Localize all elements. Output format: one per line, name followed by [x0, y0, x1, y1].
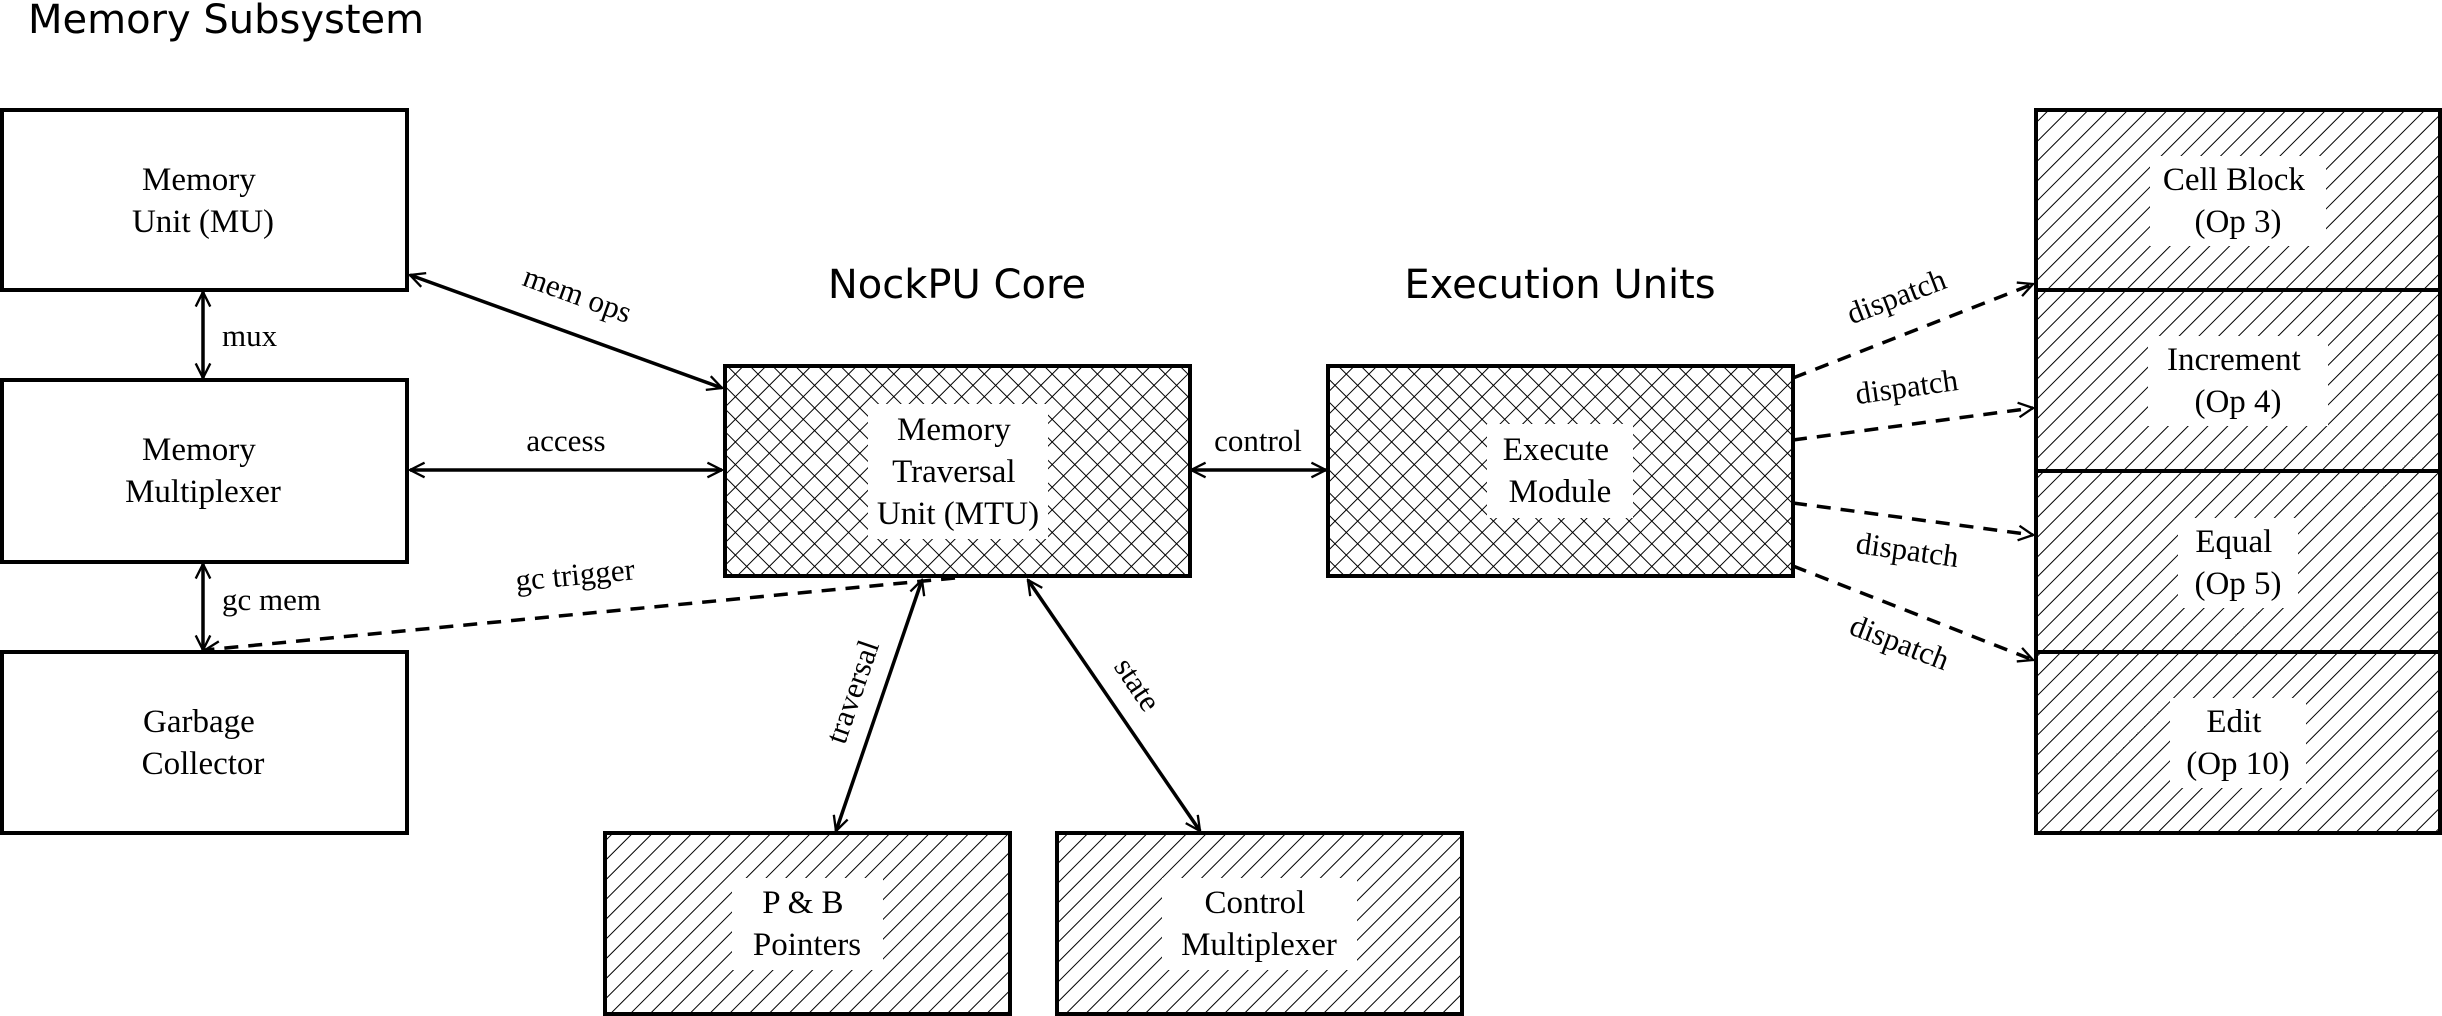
garbage-collector-line-1: Garbage — [143, 704, 255, 740]
equal-line-1: Equal — [2195, 524, 2272, 560]
edge-label-gc-mem: gc mem — [222, 582, 321, 617]
control-multiplexer-node: Control Multiplexer — [1055, 831, 1464, 1016]
edit-line-1: Edit — [2206, 704, 2261, 740]
edge-label-control: control — [1214, 423, 1302, 458]
execute-module-node: Execute Module — [1326, 364, 1795, 578]
garbage-collector-line-2: Collector — [142, 746, 265, 782]
svg-text:Memory Unit (MU): Memory Unit (MU) — [132, 162, 274, 240]
edge-label-mux: mux — [222, 318, 278, 353]
edge-state — [1028, 580, 1200, 831]
memory-unit-line-1: Memory — [142, 162, 256, 198]
svg-text:Memory Multiplexer: Memory Multiplexer — [125, 432, 281, 510]
mtu-line-3: Unit (MTU) — [877, 496, 1039, 532]
memory-multiplexer-line-1: Memory — [142, 432, 256, 468]
edge-dispatch-edit — [1792, 564, 2033, 660]
svg-text:Edit (Op 10): Edit (Op 10) — [2186, 704, 2290, 782]
svg-text:P & B Pointers: P & B Pointers — [753, 885, 861, 963]
equal-node: Equal (Op 5) — [2034, 469, 2442, 654]
core-title: NockPU Core — [828, 262, 1086, 308]
svg-text:Cell Block (Op 3): Cell Block (Op 3) — [2163, 162, 2313, 240]
svg-text:Control Multiplexer: Control Multiplexer — [1181, 885, 1337, 963]
memory-multiplexer-node: Memory Multiplexer — [0, 378, 409, 564]
pb-pointers-line-2: Pointers — [753, 927, 861, 963]
edit-node: Edit (Op 10) — [2034, 650, 2442, 835]
edge-traversal — [836, 580, 922, 831]
memory-subsystem-title: Memory Subsystem — [28, 0, 424, 43]
pb-pointers-node: P & B Pointers — [603, 831, 1012, 1016]
cell-block-line-1: Cell Block — [2163, 162, 2306, 198]
edit-line-2: (Op 10) — [2186, 746, 2290, 782]
mtu-node: Memory Traversal Unit (MTU) — [723, 364, 1192, 578]
increment-line-2: (Op 4) — [2194, 384, 2281, 420]
edge-label-dispatch-1: dispatch — [1842, 261, 1951, 331]
memory-multiplexer-line-2: Multiplexer — [125, 474, 281, 510]
mtu-line-2: Traversal — [892, 454, 1015, 490]
execute-module-line-2: Module — [1509, 474, 1612, 510]
edge-dispatch-increment — [1792, 408, 2033, 442]
edge-gc-trigger — [205, 576, 956, 650]
edge-mem-ops — [410, 275, 722, 388]
increment-node: Increment (Op 4) — [2034, 288, 2442, 473]
edge-dispatch-equal — [1792, 501, 2033, 535]
svg-text:Increment (Op 4): Increment (Op 4) — [2167, 342, 2309, 420]
equal-line-2: (Op 5) — [2194, 566, 2281, 602]
execution-units-title: Execution Units — [1404, 262, 1715, 308]
pb-pointers-line-1: P & B — [762, 885, 843, 921]
edges — [203, 275, 2033, 831]
memory-unit-line-2: Unit (MU) — [132, 204, 274, 240]
edge-label-dispatch-4: dispatch — [1845, 607, 1954, 677]
edge-label-traversal: traversal — [818, 635, 886, 747]
svg-text:Execute Module: Execute Module — [1503, 432, 1618, 510]
cell-block-node: Cell Block (Op 3) — [2034, 108, 2442, 292]
increment-line-1: Increment — [2167, 342, 2301, 378]
garbage-collector-node: Garbage Collector — [0, 650, 409, 835]
control-multiplexer-line-1: Control — [1204, 885, 1305, 921]
control-multiplexer-line-2: Multiplexer — [1181, 927, 1337, 963]
edge-label-dispatch-3: dispatch — [1854, 525, 1962, 574]
edge-dispatch-cell-block — [1792, 284, 2033, 380]
cell-block-line-2: (Op 3) — [2194, 204, 2281, 240]
edge-label-dispatch-2: dispatch — [1853, 362, 1961, 411]
execute-module-line-1: Execute — [1503, 432, 1609, 468]
mtu-line-1: Memory — [897, 412, 1011, 448]
edge-label-access: access — [526, 423, 605, 458]
edge-label-gc-trigger: gc trigger — [514, 551, 637, 597]
svg-text:Equal (Op 5): Equal (Op 5) — [2194, 524, 2281, 602]
svg-text:Garbage Collector: Garbage Collector — [142, 704, 265, 782]
memory-unit-node: Memory Unit (MU) — [0, 108, 409, 292]
svg-text:Memory Traversal U: Memory Traversal Unit (MTU) — [877, 412, 1039, 532]
